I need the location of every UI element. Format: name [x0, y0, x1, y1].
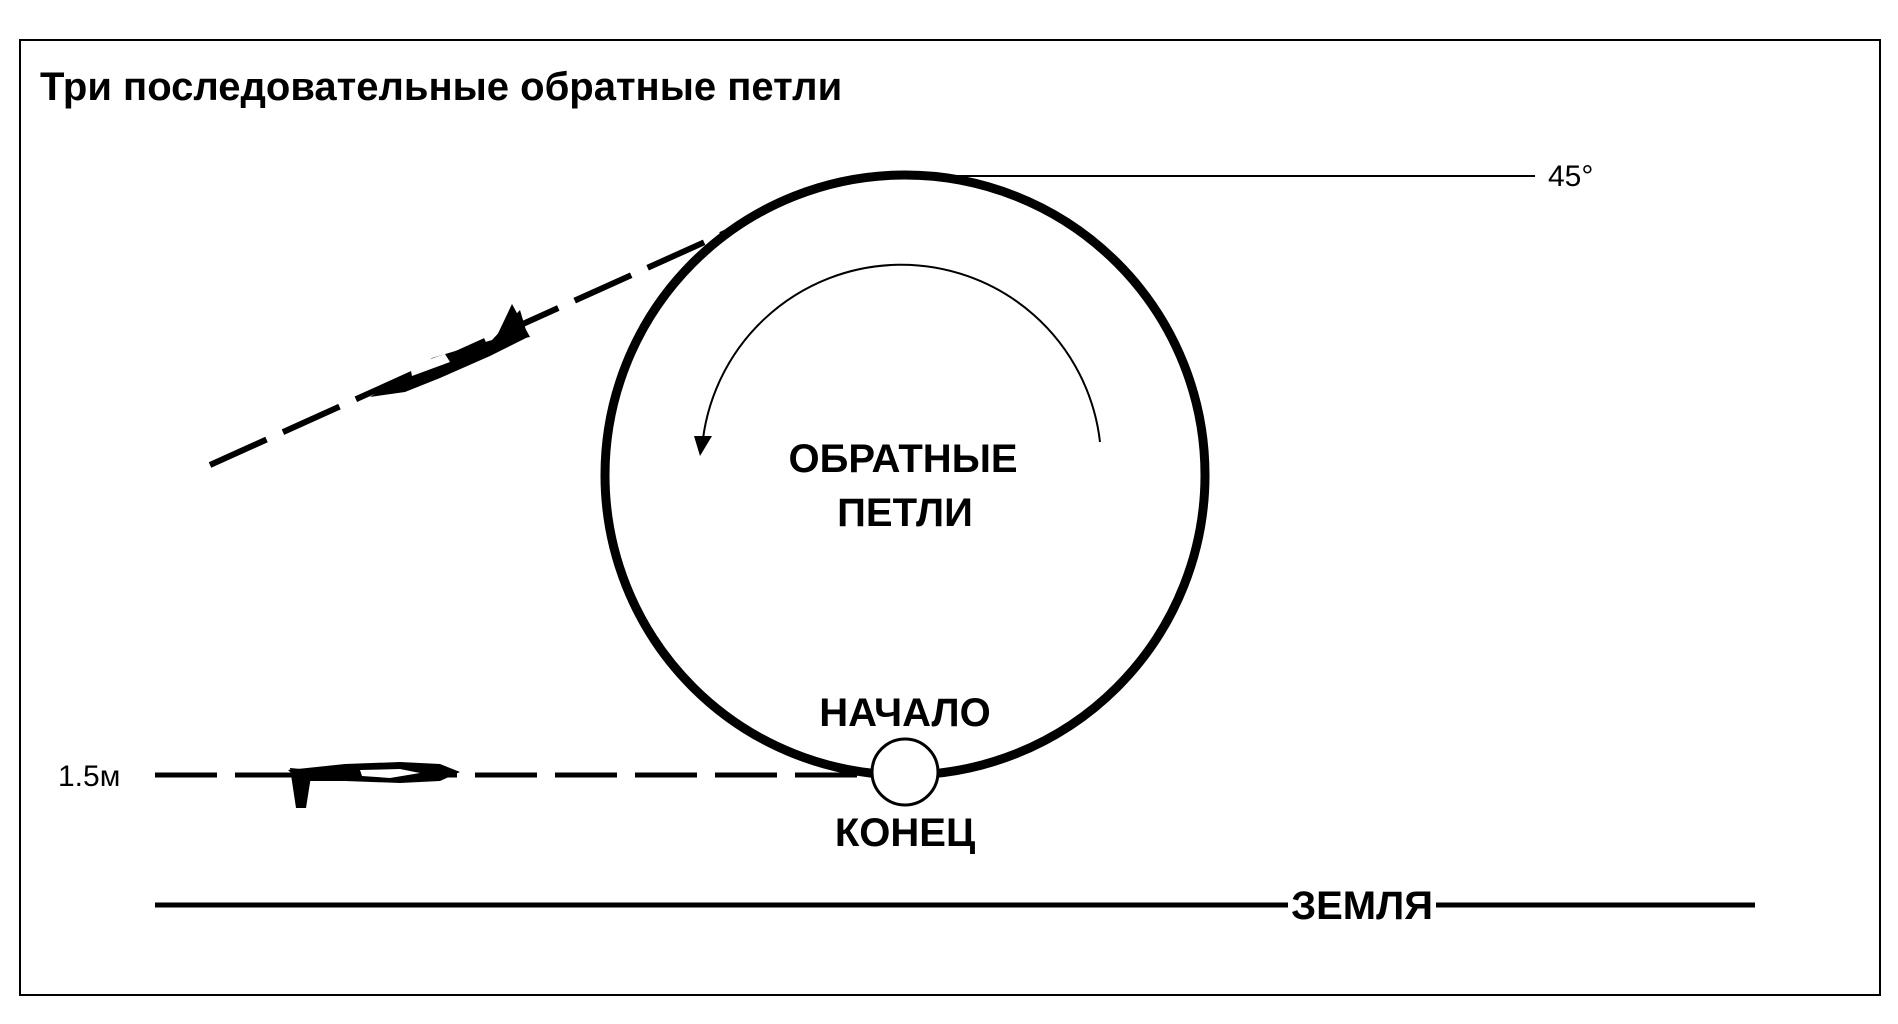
- aircraft-exit-icon: [288, 762, 460, 808]
- start-end-marker-icon: [870, 737, 940, 807]
- rotation-arrowhead-icon: [694, 436, 712, 456]
- angle-label: 45°: [1548, 160, 1593, 193]
- diagram-title: Три последовательные обратные петли: [40, 65, 842, 109]
- altitude-label: 1.5м: [58, 760, 120, 793]
- end-label: КОНЕЦ: [835, 811, 975, 855]
- aircraft-entry-icon: [370, 304, 530, 397]
- maneuver-label-line2: ПЕТЛИ: [837, 491, 973, 535]
- diagram-frame: [19, 39, 1881, 996]
- ground-label: ЗЕМЛЯ: [1291, 884, 1433, 928]
- start-label: НАЧАЛО: [819, 691, 990, 735]
- rotation-arrow-icon: [701, 263, 1101, 449]
- maneuver-label-line1: ОБРАТНЫЕ: [788, 437, 1017, 481]
